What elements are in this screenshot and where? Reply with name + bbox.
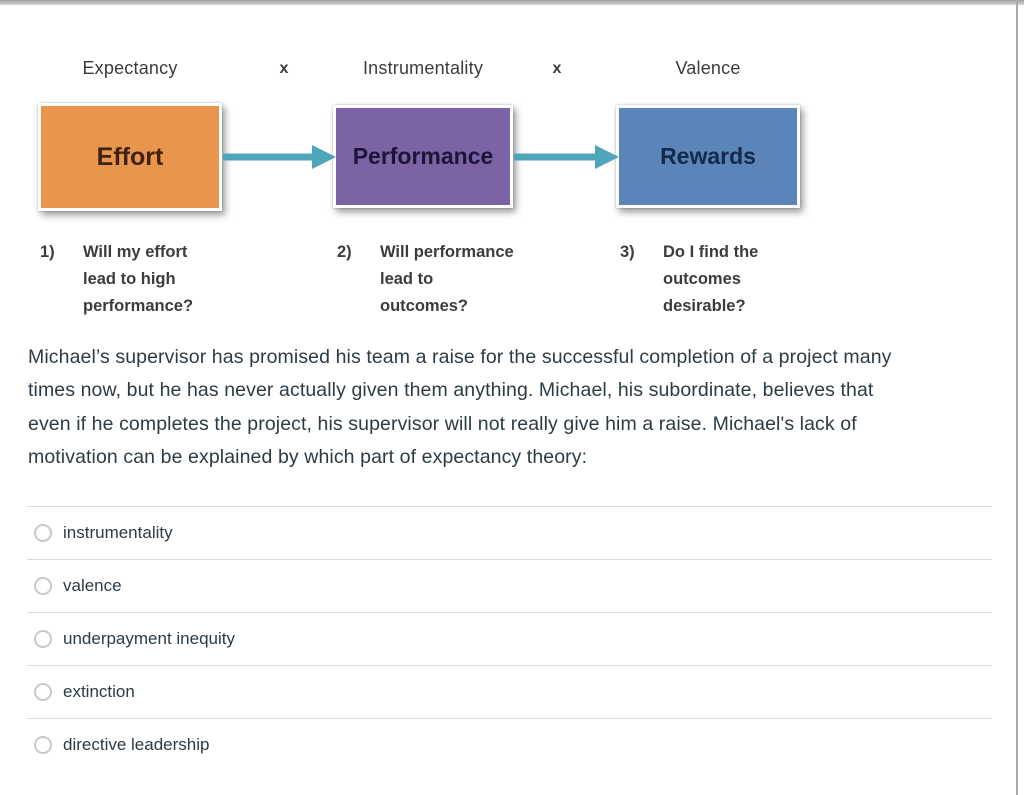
diagram-label-expectancy: Expectancy	[82, 58, 178, 78]
question-text: Michael’s supervisor has promised his te…	[28, 341, 990, 475]
radio-button[interactable]	[34, 736, 52, 754]
radio-button[interactable]	[34, 524, 52, 542]
list-number: 3)	[620, 243, 635, 261]
panel-top-border	[0, 0, 1024, 5]
answer-option-directive-leadership[interactable]: directive leadership	[27, 718, 992, 771]
answer-option-valence[interactable]: valence	[27, 559, 992, 612]
performance-box: Performance	[333, 105, 513, 208]
radio-button[interactable]	[34, 630, 52, 648]
answer-option-extinction[interactable]: extinction	[27, 665, 992, 718]
answer-option-underpayment-inequity[interactable]: underpayment inequity	[27, 612, 992, 665]
diagram-question-text: Do I find the outcomes desirable?	[663, 243, 759, 315]
radio-button[interactable]	[34, 683, 52, 701]
question-text-line: times now, but he has never actually giv…	[28, 379, 874, 402]
diagram-question-text: Will performance lead to outcomes?	[380, 243, 514, 315]
diagram-label-valence: Valence	[675, 58, 741, 78]
answer-option-instrumentality[interactable]: instrumentality	[27, 506, 992, 559]
list-number: 1)	[40, 243, 55, 261]
diagram-question-3: 3) Do I find the outcomes desirable?	[620, 239, 758, 320]
option-label[interactable]: directive leadership	[63, 735, 210, 754]
option-label[interactable]: underpayment inequity	[63, 629, 236, 648]
diagram-label-instrumentality: Instrumentality	[362, 58, 484, 78]
question-text-line: even if he completes the project, his su…	[28, 412, 857, 435]
answer-options: instrumentality valence underpayment ine…	[27, 506, 992, 771]
option-label[interactable]: extinction	[63, 682, 135, 701]
right-arrow-icon	[223, 145, 336, 169]
diagram-question-text: Will my effort lead to high performance?	[83, 243, 194, 315]
multiply-sign: x	[552, 60, 562, 77]
question-text-line: motivation can be explained by which par…	[28, 446, 588, 469]
list-number: 2)	[337, 243, 352, 261]
rewards-box: Rewards	[616, 105, 800, 208]
option-label[interactable]: valence	[63, 576, 122, 595]
question-text-line: Michael’s supervisor has promised his te…	[28, 346, 892, 368]
diagram-question-1: 1) Will my effort lead to high performan…	[40, 239, 193, 320]
radio-button[interactable]	[34, 577, 52, 595]
content-right-border	[1016, 0, 1018, 795]
diagram-question-2: 2) Will performance lead to outcomes?	[337, 239, 514, 320]
multiply-sign: x	[279, 60, 289, 77]
option-label[interactable]: instrumentality	[63, 523, 173, 542]
effort-box: Effort	[38, 103, 222, 211]
right-arrow-icon	[514, 145, 619, 169]
